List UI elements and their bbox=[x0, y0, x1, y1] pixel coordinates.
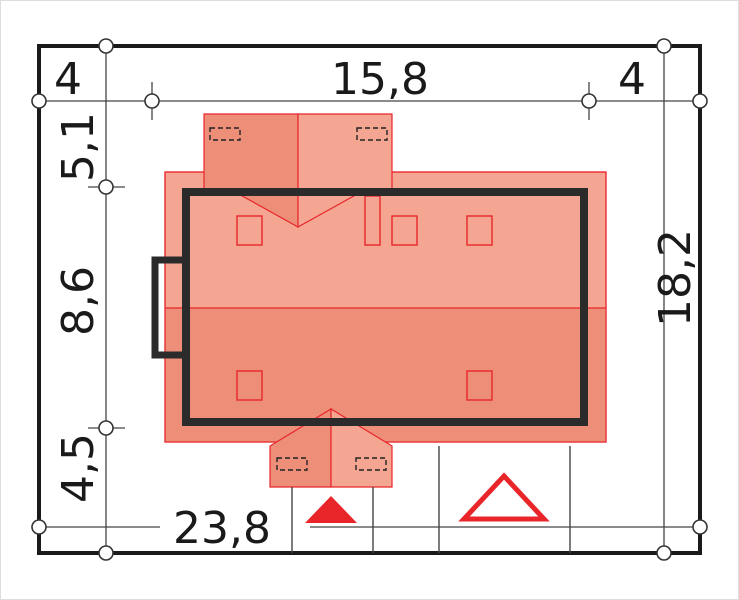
parking-lines bbox=[291, 446, 571, 553]
roof-window-icon bbox=[236, 215, 263, 246]
top-gable-left-slope bbox=[203, 113, 299, 229]
dimension-node bbox=[656, 38, 672, 54]
dimension-node bbox=[31, 519, 47, 535]
dimension-node bbox=[98, 545, 114, 561]
dimension-label-left-middle: 8,6 bbox=[53, 266, 104, 336]
dimension-label-left-upper: 5,1 bbox=[53, 112, 104, 182]
dimension-node bbox=[98, 420, 114, 436]
dimension-label-top-middle: 15,8 bbox=[331, 54, 429, 105]
dimension-node bbox=[581, 93, 597, 109]
dimension-node bbox=[98, 179, 114, 195]
dimension-label-top-right: 4 bbox=[618, 54, 646, 105]
dimension-label-right-total: 18,2 bbox=[650, 229, 701, 327]
outline-triangle-icon bbox=[458, 472, 550, 522]
skylight-icon bbox=[355, 457, 387, 471]
house-outline bbox=[182, 188, 588, 426]
roof-window-icon bbox=[391, 215, 418, 246]
dimension-label-bottom-total: 23,8 bbox=[173, 503, 271, 554]
roof-window-icon bbox=[466, 215, 493, 246]
side-entrance-outline bbox=[151, 256, 184, 359]
skylight-icon bbox=[356, 127, 388, 141]
dimension-node bbox=[692, 519, 708, 535]
bottom-gable-right-slope bbox=[330, 407, 393, 488]
skylight-icon bbox=[209, 127, 241, 141]
dimension-node bbox=[692, 93, 708, 109]
dimension-label-top-left: 4 bbox=[54, 54, 82, 105]
dimension-node bbox=[98, 38, 114, 54]
plot-boundary bbox=[37, 44, 702, 555]
roof-window-icon bbox=[236, 370, 263, 401]
skylight-icon bbox=[276, 457, 308, 471]
bottom-gable bbox=[269, 407, 393, 488]
top-gable bbox=[203, 113, 393, 229]
dimension-label-left-lower: 4,5 bbox=[53, 433, 104, 503]
dimension-node bbox=[31, 93, 47, 109]
dimension-node bbox=[656, 545, 672, 561]
roof-window-icon bbox=[466, 370, 493, 401]
filled-triangle-icon bbox=[305, 496, 357, 523]
dimension-node bbox=[144, 93, 160, 109]
dimension-nodes bbox=[31, 38, 708, 561]
